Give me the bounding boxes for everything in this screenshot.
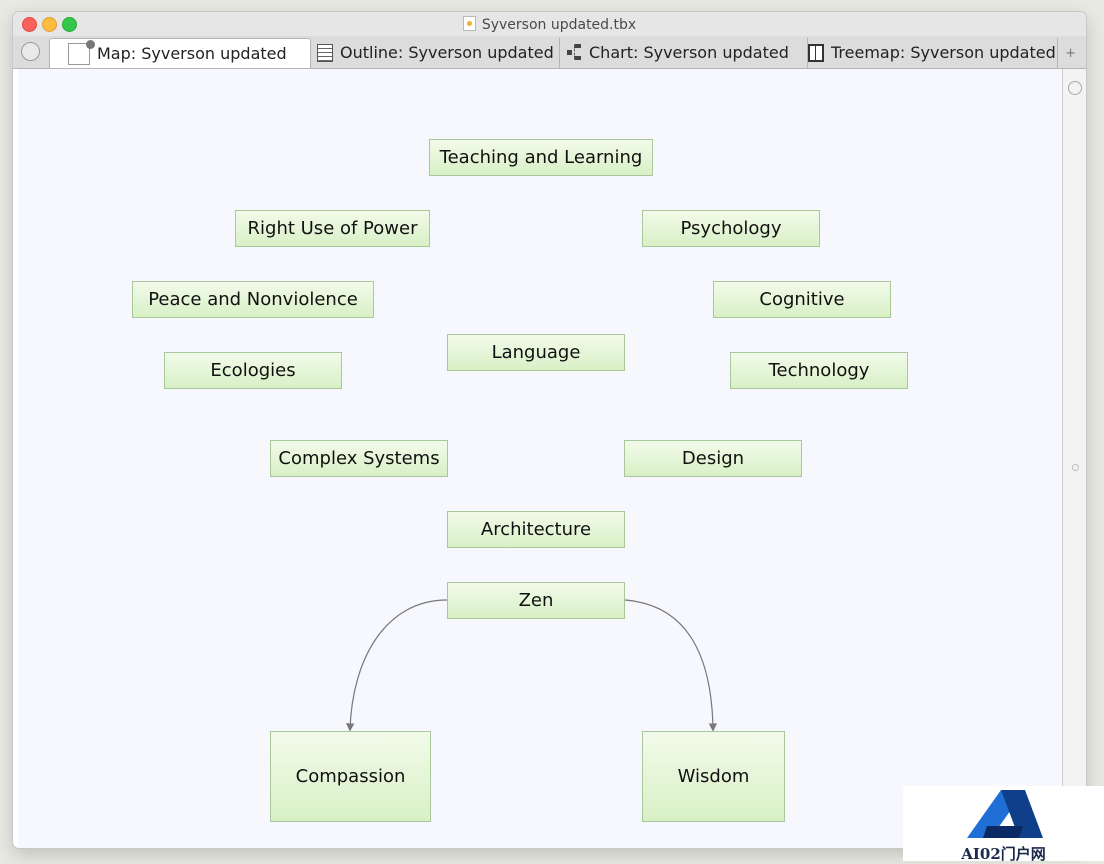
note-psychology[interactable]: Psychology (642, 210, 820, 247)
tab-outline-label: Outline: Syverson updated (340, 43, 554, 62)
note-teaching-and-learning[interactable]: Teaching and Learning (429, 139, 653, 176)
minimize-window-button[interactable] (42, 17, 57, 32)
note-zen[interactable]: Zen (447, 582, 625, 619)
add-tab-button[interactable]: + (1065, 46, 1076, 61)
note-wisdom[interactable]: Wisdom (642, 731, 785, 822)
tab-treemap-label: Treemap: Syverson updated (831, 43, 1056, 62)
map-canvas[interactable] (18, 69, 1063, 848)
document-icon (462, 16, 476, 31)
note-right-use-of-power[interactable]: Right Use of Power (235, 210, 430, 247)
note-technology[interactable]: Technology (730, 352, 908, 389)
window-title-text: Syverson updated.tbx (481, 17, 637, 33)
outline-icon (317, 44, 333, 62)
scroll-thumb[interactable] (1072, 464, 1079, 471)
note-peace-and-nonviolence[interactable]: Peace and Nonviolence (132, 281, 374, 318)
tab-chart[interactable]: Chart: Syverson updated (560, 38, 808, 68)
window-title: Syverson updated.tbx (13, 16, 1086, 33)
tab-circle-button[interactable] (21, 42, 40, 61)
app-window: Syverson updated.tbx Map: Syverson updat… (13, 12, 1086, 848)
zoom-window-button[interactable] (62, 17, 77, 32)
tab-map[interactable]: Map: Syverson updated (49, 38, 311, 68)
watermark-logo: AI02门户网 (903, 786, 1104, 863)
tab-map-label: Map: Syverson updated (97, 44, 287, 63)
note-design[interactable]: Design (624, 440, 802, 477)
title-bar[interactable]: Syverson updated.tbx (13, 12, 1086, 36)
tab-chart-label: Chart: Syverson updated (589, 43, 789, 62)
note-architecture[interactable]: Architecture (447, 511, 625, 548)
watermark-text: AI02门户网 (961, 845, 1046, 863)
vertical-scrollbar[interactable] (1063, 69, 1086, 848)
note-complex-systems[interactable]: Complex Systems (270, 440, 448, 477)
tab-bar: Map: Syverson updated Outline: Syverson … (13, 36, 1086, 69)
note-ecologies[interactable]: Ecologies (164, 352, 342, 389)
tab-treemap[interactable]: Treemap: Syverson updated (808, 38, 1058, 68)
chart-icon (566, 44, 582, 62)
map-icon (68, 40, 95, 65)
treemap-icon (808, 44, 824, 62)
note-language[interactable]: Language (447, 334, 625, 371)
tab-outline[interactable]: Outline: Syverson updated (311, 38, 560, 68)
close-window-button[interactable] (22, 17, 37, 32)
note-cognitive[interactable]: Cognitive (713, 281, 891, 318)
note-compassion[interactable]: Compassion (270, 731, 431, 822)
logo-a-icon (967, 790, 1043, 838)
scroll-knob[interactable] (1068, 81, 1082, 95)
